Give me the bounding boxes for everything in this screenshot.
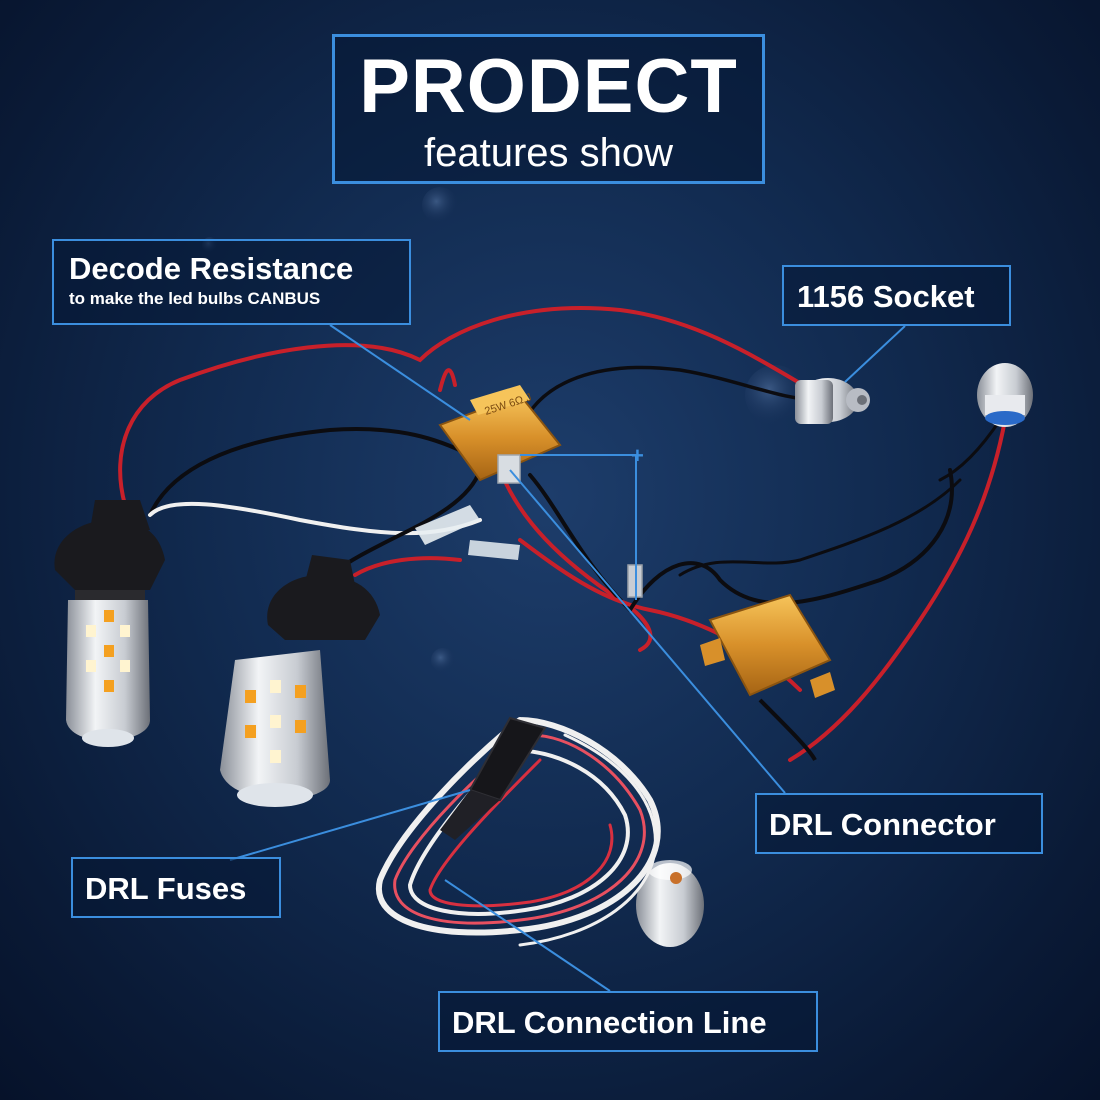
led-bulb-left xyxy=(54,500,166,747)
socket-1156-b xyxy=(977,363,1033,427)
socket-1156-a xyxy=(795,378,870,424)
led-bulb-right xyxy=(220,555,380,807)
plus-marker: + xyxy=(631,443,644,468)
decode-resistance-title: Decode Resistance xyxy=(69,251,354,286)
decode-resistance-label: Decode Resistance to make the led bulbs … xyxy=(52,239,411,325)
drl-fuse-holder xyxy=(440,716,547,840)
socket-label: 1156 Socket xyxy=(782,265,1011,326)
decode-resistor-bottom xyxy=(700,593,835,761)
drl-connector-label: DRL Connector xyxy=(755,793,1043,854)
drl-fuses-label: DRL Fuses xyxy=(71,857,281,918)
socket-1156-loose xyxy=(636,860,704,947)
heat-shrink-sleeves xyxy=(415,505,520,560)
decode-resistance-subtitle: to make the led bulbs CANBUS xyxy=(69,289,321,308)
page-title: PRODECT xyxy=(359,44,738,129)
drl-connection-line-label: DRL Connection Line xyxy=(438,991,818,1052)
callout-leader-lines xyxy=(229,324,906,992)
decode-resistor-top: 25W 6Ω J xyxy=(438,385,562,482)
page-subtitle: features show xyxy=(423,131,674,175)
title-banner: PRODECT features show xyxy=(332,34,765,184)
